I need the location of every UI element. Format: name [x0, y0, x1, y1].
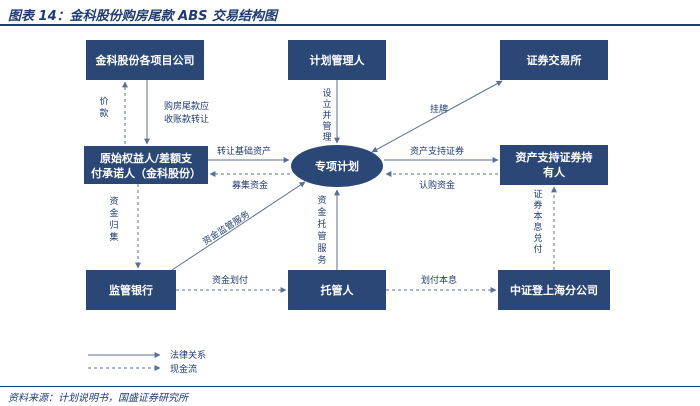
vertical-label-char: 服 [317, 243, 326, 254]
vertical-label-char: 兑 [533, 232, 542, 244]
vertical-label-char: 价 [99, 96, 108, 107]
vertical-label-char: 归 [109, 219, 118, 231]
node-manager: 计划管理人 [288, 40, 386, 80]
vertical-label-char: 款 [99, 107, 108, 119]
vertical-label-char: 管 [317, 230, 326, 242]
node-originator: 原始权益人/差额支 付承诺人（金科股份） [84, 146, 208, 184]
node-plan-label: 专项计划 [315, 159, 359, 173]
vertical-label-char: 本 [533, 210, 542, 222]
vertical-label-char: 管 [322, 120, 331, 132]
node-investors: 资产支持证券持 有人 [500, 145, 608, 185]
legend-cash-label: 现金流 [170, 363, 197, 375]
node-company-label: 金科股份各项目公司 [95, 53, 195, 67]
title-rule [0, 24, 700, 26]
node-originator-line1: 原始权益人/差额支 [100, 151, 193, 165]
label-listing: 挂牌 [430, 103, 448, 115]
source-note: 资料来源：计划说明书，国盛证券研究所 [8, 393, 188, 404]
vertical-label-char: 付 [533, 244, 542, 255]
node-exchange-label: 证券交易所 [527, 53, 582, 67]
vertical-label-char: 设 [322, 88, 331, 99]
node-custodian: 托管人 [288, 270, 386, 310]
label-subscription: 认购资金 [419, 179, 455, 191]
figure-title: 图表 14：金科股份购房尾款 ABS 交易结构图 [8, 9, 278, 24]
vertical-label-char: 并 [322, 109, 331, 121]
vertical-label-char: 务 [317, 254, 326, 266]
node-company: 金科股份各项目公司 [86, 40, 204, 80]
vertical-label-char: 金 [317, 206, 326, 218]
bottom-rule [0, 386, 700, 387]
vertical-label-char: 理 [322, 132, 331, 143]
edge-fund-supervision [171, 181, 306, 271]
vertical-label-char: 托 [317, 218, 326, 230]
legend: 法律关系 现金流 [88, 349, 206, 375]
label-transfer-principal: 划付本息 [421, 274, 457, 286]
node-investors-line1: 资产支持证券持 [516, 150, 593, 164]
vertical-label-char: 证 [533, 189, 542, 200]
vertical-label-char: 资 [317, 195, 326, 206]
edge-listing [371, 80, 503, 153]
node-exchange: 证券交易所 [500, 40, 608, 80]
node-investors-line2: 有人 [543, 165, 566, 179]
vertical-label-char: 立 [322, 98, 331, 110]
legend-legal-label: 法律关系 [170, 349, 206, 361]
label-price: 价款 [99, 96, 108, 119]
node-originator-line2: 付承诺人（金科股份） [91, 166, 201, 180]
node-supervisor: 监管银行 [86, 270, 176, 310]
vertical-label-char: 资 [109, 196, 118, 207]
node-csdc: 中证登上海分公司 [498, 270, 610, 310]
label-receivable-line1: 购房尾款应 [164, 100, 209, 112]
label-raised-funds: 募集资金 [232, 179, 268, 191]
node-manager-label: 计划管理人 [310, 53, 366, 67]
label-issue-securities: 资产支持证券 [410, 145, 464, 157]
vertical-label-char: 息 [533, 221, 542, 233]
vertical-label-char: 券 [533, 199, 542, 211]
node-plan: 专项计划 [291, 145, 383, 187]
label-fund-transfer: 资金划付 [212, 274, 248, 286]
node-custodian-label: 托管人 [321, 283, 355, 297]
label-fund-supervision: 资金监管服务 [200, 208, 252, 247]
label-receivable-line2: 收账款转让 [164, 113, 209, 125]
vertical-label-char: 集 [109, 231, 118, 243]
node-supervisor-label: 监管银行 [109, 283, 153, 297]
node-csdc-label: 中证登上海分公司 [510, 283, 598, 297]
label-transfer-assets: 转让基础资产 [217, 145, 271, 157]
vertical-label-char: 金 [109, 207, 118, 219]
